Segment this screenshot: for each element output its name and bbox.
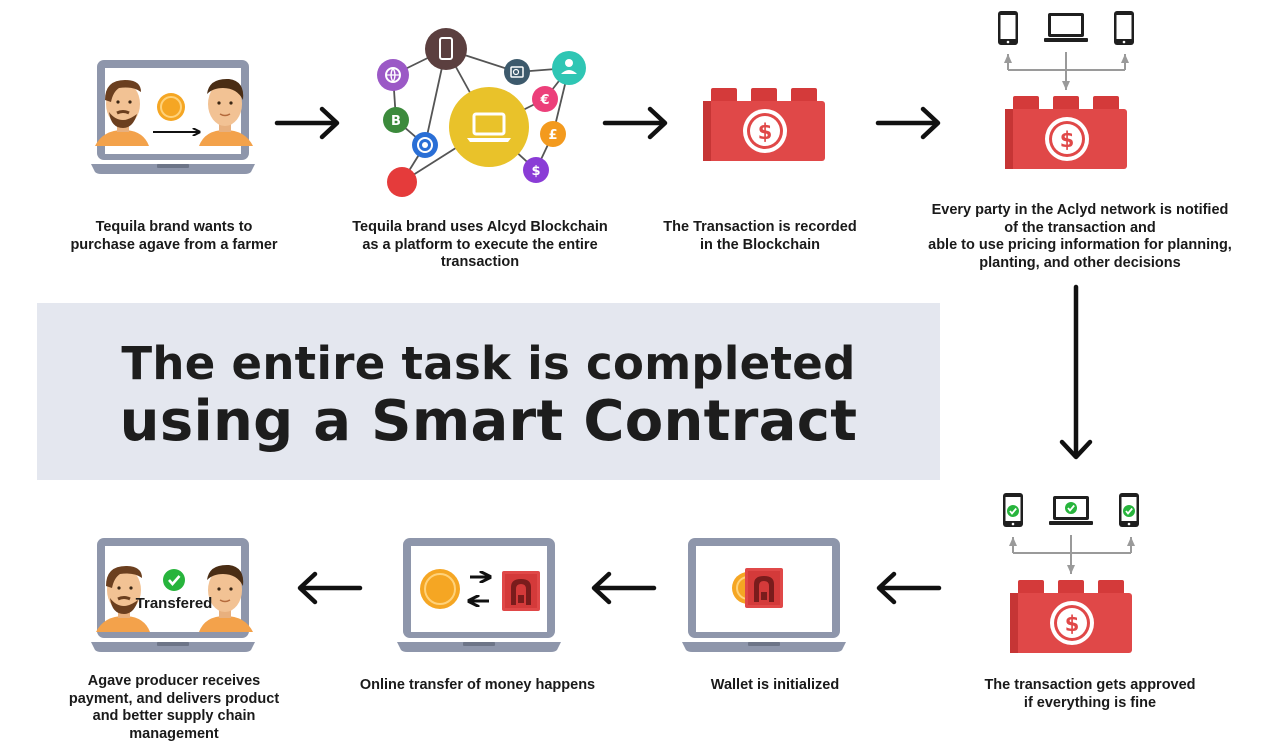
caption-delivered: Agave producer receives payment, and del… xyxy=(68,673,280,742)
laptop-icon xyxy=(1044,13,1088,42)
bitcoin-icon: B xyxy=(383,107,409,133)
globe-icon xyxy=(377,59,409,91)
step-purchase-laptop xyxy=(91,60,255,174)
caption-purchase: Tequila brand wants to purchase agave fr… xyxy=(70,219,278,253)
step-wallet-laptop xyxy=(682,538,846,652)
check-icon xyxy=(1122,504,1136,518)
step-notified-devices xyxy=(998,11,1134,90)
arrow-left-3 xyxy=(297,571,363,605)
user-icon xyxy=(552,51,586,85)
arrow-left-1 xyxy=(876,571,942,605)
step-transfer-laptop xyxy=(397,538,561,652)
arrow-right-2 xyxy=(602,106,668,140)
transfered-label: Transfered xyxy=(136,595,213,612)
phone-icon xyxy=(425,28,467,70)
coin-icon xyxy=(157,93,185,121)
phone-icon xyxy=(998,11,1018,45)
banner-line-2: using a Smart Contract xyxy=(119,389,858,454)
arrow-right-1 xyxy=(274,106,340,140)
search-icon xyxy=(504,59,530,85)
dollar-icon: $ xyxy=(523,157,549,183)
check-icon xyxy=(1064,501,1078,515)
pound-icon: £ xyxy=(540,121,566,147)
banner-line-1: The entire task is completed xyxy=(121,337,856,390)
arrow-down xyxy=(1059,284,1093,460)
circle-node-icon xyxy=(412,132,438,158)
coin-icon xyxy=(419,568,461,610)
caption-notified: Every party in the Aclyd network is noti… xyxy=(928,202,1232,271)
svg-text:€: € xyxy=(539,93,549,108)
euro-icon: € xyxy=(532,86,558,112)
step-platform-network: B € £ $ xyxy=(377,28,586,197)
arrow-left-2 xyxy=(591,571,657,605)
arrow-right-3 xyxy=(875,106,941,140)
red-dot-icon xyxy=(387,167,417,197)
caption-platform: Tequila brand uses Alcyd Blockchain as a… xyxy=(352,219,608,270)
caption-wallet: Wallet is initialized xyxy=(710,677,840,693)
wallet-icon xyxy=(745,568,783,608)
step-notified-brick xyxy=(1005,96,1127,169)
caption-recorded: The Transaction is recorded in the Block… xyxy=(663,219,857,253)
laptop-icon xyxy=(449,87,529,167)
check-icon xyxy=(163,569,185,591)
step-approved-devices xyxy=(1003,493,1139,574)
caption-approved: The transaction gets approved if everyth… xyxy=(984,677,1196,711)
step-recorded-brick xyxy=(703,88,825,161)
step-approved-brick xyxy=(1010,580,1132,653)
wallet-icon xyxy=(502,571,540,611)
smart-contract-banner: The entire task is completed using a Sma… xyxy=(37,303,940,480)
phone-icon xyxy=(1114,11,1134,45)
check-icon xyxy=(1006,504,1020,518)
svg-text:B: B xyxy=(391,114,401,129)
step-delivered-laptop: Transfered xyxy=(91,538,255,652)
svg-text:$: $ xyxy=(531,164,540,179)
svg-text:£: £ xyxy=(548,128,557,143)
caption-transfer: Online transfer of money happens xyxy=(359,677,596,693)
